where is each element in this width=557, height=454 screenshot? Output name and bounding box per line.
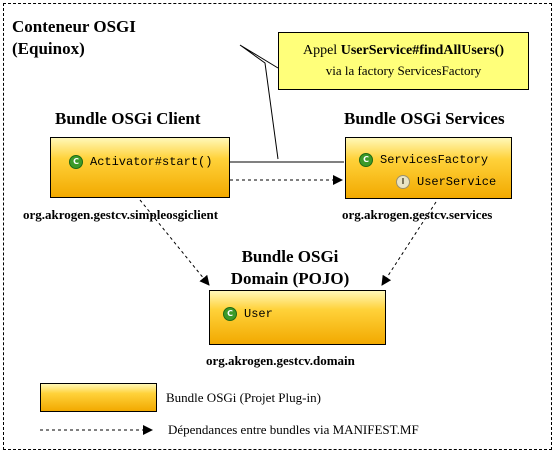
- client-class-label: Activator#start(): [90, 155, 213, 169]
- client-bundle-box: C Activator#start(): [50, 137, 230, 198]
- osgi-container-frame: [3, 3, 552, 450]
- legend-bundle-label: Bundle OSGi (Projet Plug-in): [166, 390, 321, 405]
- services-interface-label: UserService: [417, 175, 497, 189]
- note-method: UserService#findAllUsers(): [340, 43, 504, 58]
- container-title: Conteneur OSGI (Equinox): [12, 17, 136, 58]
- services-package: org.akrogen.gestcv.services: [342, 207, 493, 222]
- services-class-label: ServicesFactory: [380, 153, 489, 167]
- services-bundle-box: C ServicesFactory I UserService: [345, 137, 512, 199]
- domain-class: C User: [223, 307, 273, 321]
- interface-icon: I: [396, 175, 410, 189]
- services-interface: I UserService: [396, 175, 496, 189]
- domain-class-label: User: [244, 307, 273, 321]
- client-package: org.akrogen.gestcv.simpleosgiclient: [23, 207, 219, 222]
- class-icon: C: [359, 153, 373, 167]
- call-note: Appel UserService#findAllUsers() via la …: [278, 32, 529, 90]
- client-class: C Activator#start(): [69, 155, 212, 169]
- domain-bundle-box: C User: [209, 290, 386, 345]
- domain-bundle-title: Bundle OSGi Domain (POJO): [230, 247, 350, 288]
- legend-dependency-label: Dépendances entre bundles via MANIFEST.M…: [168, 422, 419, 437]
- note-prefix: Appel: [302, 43, 341, 58]
- dependency-client-domain: [139, 199, 210, 286]
- class-icon: C: [223, 307, 237, 321]
- note-line2: via la factory ServicesFactory: [325, 63, 482, 78]
- dependency-services-domain: [381, 201, 437, 286]
- class-icon: C: [69, 155, 83, 169]
- domain-package: org.akrogen.gestcv.domain: [206, 353, 355, 368]
- services-class: C ServicesFactory: [359, 153, 488, 167]
- note-line1: Appel UserService#findAllUsers(): [279, 41, 528, 61]
- services-bundle-title: Bundle OSGi Services: [344, 109, 505, 128]
- legend-bundle-swatch: [40, 383, 157, 412]
- client-bundle-title: Bundle OSGi Client: [55, 109, 201, 128]
- note-callout: [239, 44, 279, 160]
